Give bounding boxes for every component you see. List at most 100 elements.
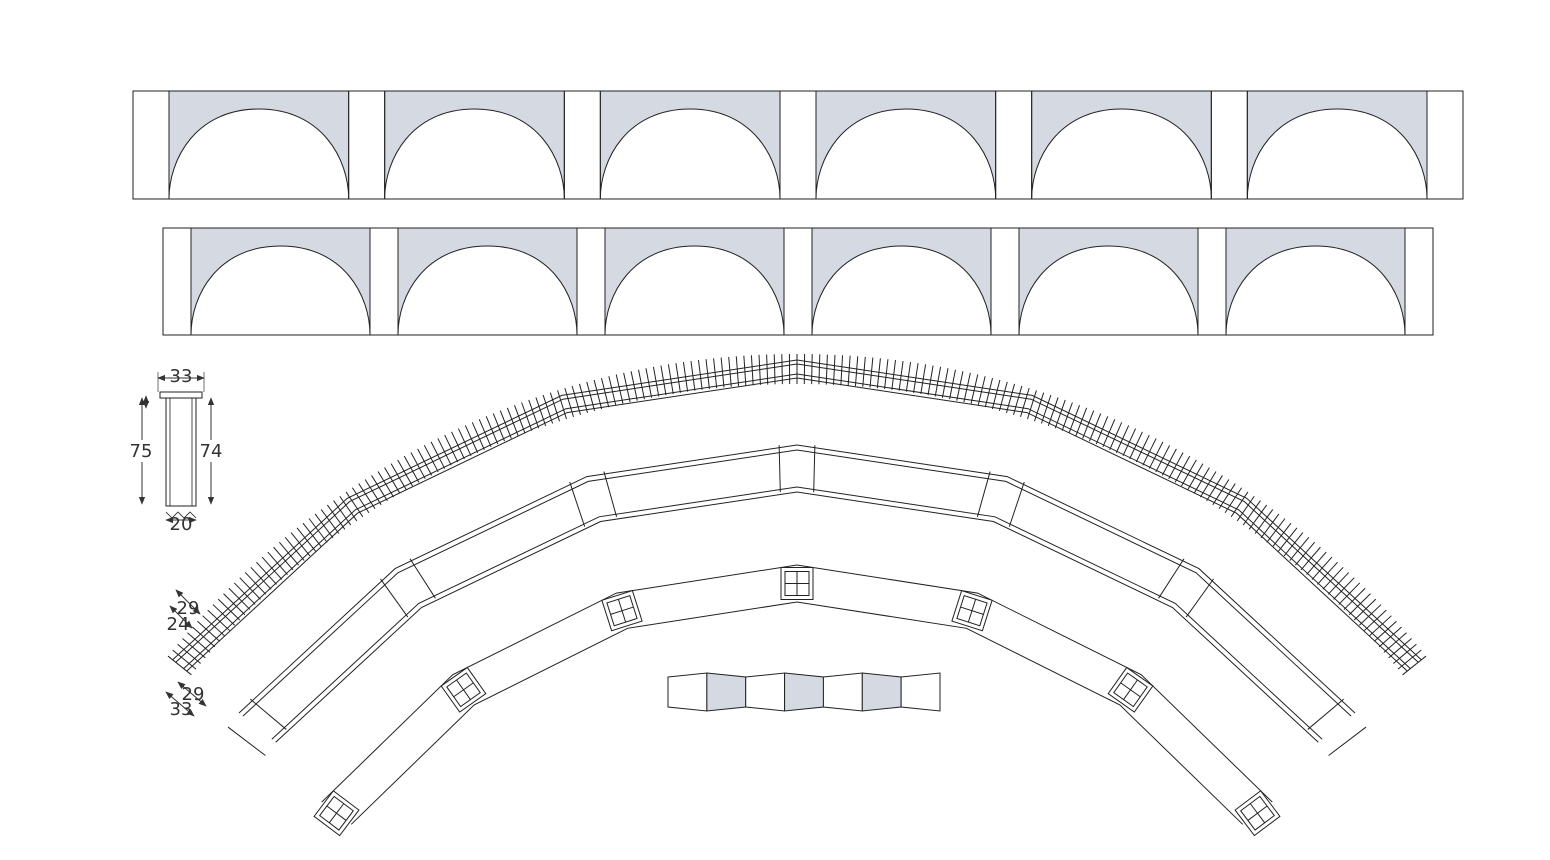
track-tie [1207,475,1223,500]
track-tie [203,616,225,636]
deck-joint [380,579,407,617]
track-tie [372,475,388,500]
track-tie [812,354,813,384]
track-tie [411,452,425,478]
track-tie [1156,445,1170,472]
track-tie [346,492,363,517]
track-tie [1364,610,1386,630]
track-tie [438,438,451,465]
strip-segment [707,673,746,711]
track-tie [424,445,438,472]
track-tie [1194,468,1209,494]
track-tie [522,403,532,431]
strip-segment [823,673,862,711]
track-tie [452,432,465,459]
deck-joint [1009,482,1024,527]
track-tie [721,358,724,388]
track-tie [1354,599,1376,620]
track-tie [1062,403,1072,431]
track-tie [978,376,985,405]
track-tie [208,610,230,630]
track-tie [321,509,339,533]
track-tie [1323,567,1343,589]
strip-segment [785,673,824,711]
strip-segment [862,673,901,711]
track-tie [572,386,580,415]
track-tie [855,356,857,386]
cross-section-view: 33 75 74 20 [126,366,226,535]
track-tie [1162,449,1176,475]
deck-joint [1329,727,1366,755]
track-tie [1393,644,1416,663]
track-tie [1006,384,1014,413]
track-tie [639,370,645,399]
track-tie [262,557,282,579]
track-rail [184,374,1411,669]
track-tie [971,375,978,404]
track-tie [870,358,873,388]
track-tie [445,435,458,462]
track-tie [1255,509,1273,533]
arch-wall-second [163,228,1433,335]
track-tie [1369,616,1391,636]
dim-track-inner: 24 [167,614,190,635]
track-tie [1130,432,1143,459]
track-tie [863,357,866,387]
track-tie [418,449,432,475]
track-tie [767,355,768,385]
track-tie [1328,572,1349,594]
track-tie [1349,594,1370,615]
strip-segment [901,673,940,711]
deck-joint [1186,579,1213,617]
track-tie [759,355,760,385]
track-tie [1169,452,1183,478]
pier-footing [441,667,486,712]
track-tie [1273,523,1291,547]
track-tie [256,562,276,584]
dim-top-width: 33 [170,366,193,387]
track-tie [782,354,783,384]
strip-segment [746,673,785,711]
track-tie [378,471,394,497]
track-tie [431,442,445,469]
deck-dimension-annotation: 29 33 [166,682,206,720]
track-tie [736,356,738,386]
track-tie [950,370,956,399]
deck-joint [228,727,265,755]
track-tie [1307,552,1327,575]
dim-height-right: 74 [200,441,223,462]
dim-deck-outer: 33 [170,699,193,720]
track-tie [579,384,587,413]
track-tie [774,354,775,384]
deck-joint [410,559,435,599]
track-tie [729,357,732,387]
track-dimension-annotation: 29 24 [167,590,200,635]
track-tie [213,605,235,626]
track-tie [1200,471,1216,497]
dim-bottom-width: 20 [170,514,193,535]
track-tie [1143,438,1156,465]
track-tie [1149,442,1163,469]
track-tie [609,376,616,405]
track-rail [173,360,1422,660]
track-tie [251,567,271,589]
track-tie [1136,435,1149,462]
track-tie [616,375,623,404]
track-tie [848,356,850,386]
track-tie [303,523,321,547]
track-rail [187,378,1408,671]
track-tie [1359,605,1381,626]
base-edge [351,602,1242,824]
curved-track [168,354,1426,675]
strip-segment [668,673,707,711]
track-tie [1231,492,1248,517]
track-tie [964,373,970,402]
deck-joint [1308,699,1344,729]
pier-footing [952,591,992,631]
track-tie [218,599,240,620]
track-tie [1317,562,1337,584]
track-tie [1013,386,1021,415]
pier-footing [602,591,642,631]
